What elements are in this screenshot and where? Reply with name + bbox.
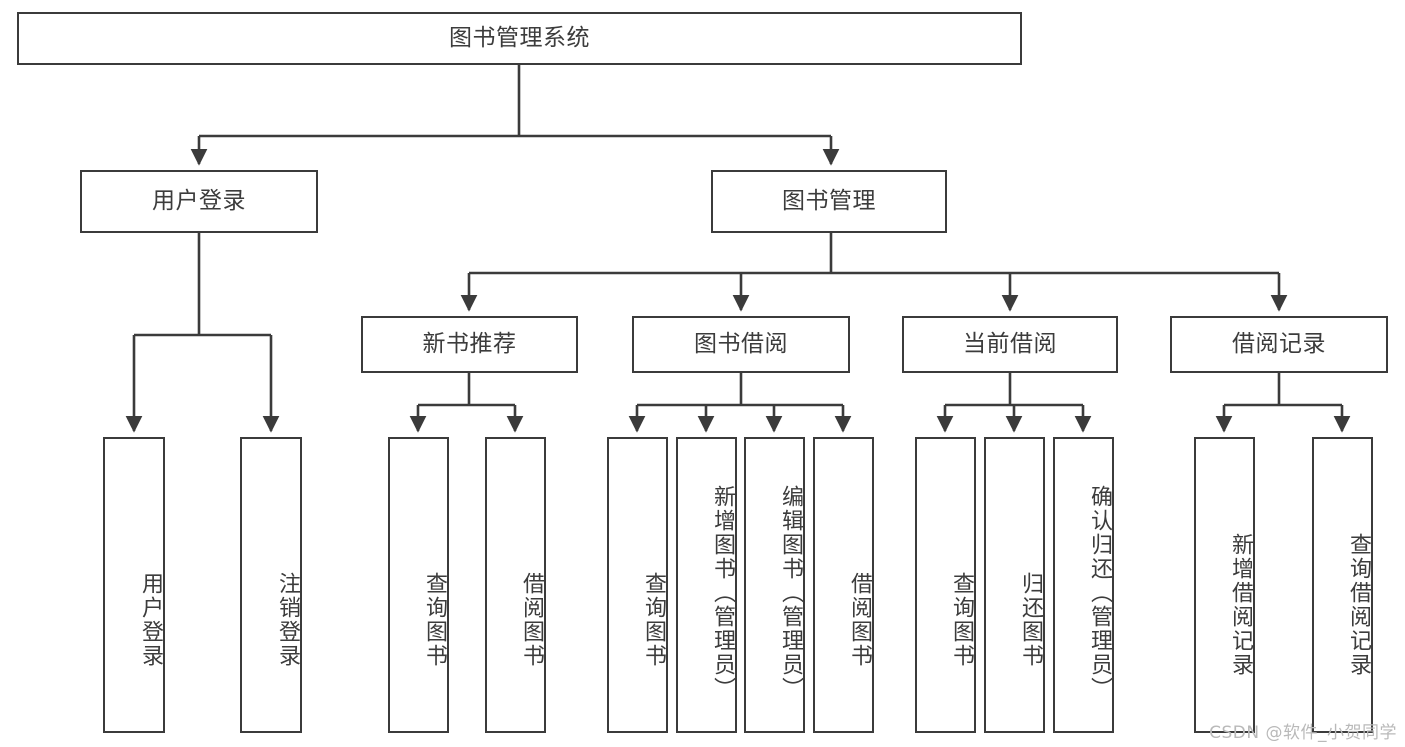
node-book-management-label: 图书管理	[782, 187, 876, 214]
node-new-book-recommend-label: 新书推荐	[422, 330, 517, 357]
node-leaf-return-book[interactable]: 归还图书	[984, 437, 1045, 733]
node-leaf-query-record[interactable]: 查询借阅记录	[1312, 437, 1373, 733]
node-leaf-return-book-label: 归还图书	[1018, 572, 1043, 668]
node-book-management[interactable]: 图书管理	[711, 170, 947, 233]
node-root-label: 图书管理系统	[449, 24, 590, 51]
node-leaf-query-book-3-label: 查询图书	[949, 572, 974, 668]
node-borrow-record-label: 借阅记录	[1232, 330, 1326, 357]
node-leaf-borrow-book-1-label: 借阅图书	[519, 572, 544, 668]
node-leaf-confirm-return[interactable]: 确认归还（管理员）	[1053, 437, 1114, 733]
node-leaf-query-book-2-label: 查询图书	[641, 572, 666, 668]
node-leaf-query-book-3[interactable]: 查询图书	[915, 437, 976, 733]
node-leaf-logout-label: 注销登录	[275, 572, 300, 668]
node-leaf-borrow-book-2[interactable]: 借阅图书	[813, 437, 874, 733]
node-current-borrow-label: 当前借阅	[963, 330, 1057, 357]
node-leaf-edit-book-label: 编辑图书（管理员）	[778, 485, 803, 701]
node-leaf-add-book-label: 新增图书（管理员）	[710, 485, 735, 701]
node-leaf-add-record[interactable]: 新增借阅记录	[1194, 437, 1255, 733]
node-user-login-label: 用户登录	[152, 187, 246, 214]
watermark-text: CSDN @软件_小贺同学	[1209, 723, 1397, 743]
node-leaf-query-book-2[interactable]: 查询图书	[607, 437, 668, 733]
node-leaf-query-book-1[interactable]: 查询图书	[388, 437, 449, 733]
node-leaf-confirm-return-label: 确认归还（管理员）	[1087, 485, 1112, 701]
node-leaf-logout[interactable]: 注销登录	[240, 437, 302, 733]
node-leaf-add-book[interactable]: 新增图书（管理员）	[676, 437, 737, 733]
node-leaf-query-book-1-label: 查询图书	[422, 572, 447, 668]
node-leaf-add-record-label: 新增借阅记录	[1228, 533, 1253, 677]
node-leaf-user-login[interactable]: 用户登录	[103, 437, 165, 733]
node-leaf-borrow-book-1[interactable]: 借阅图书	[485, 437, 546, 733]
node-leaf-user-login-label: 用户登录	[138, 572, 163, 668]
node-current-borrow[interactable]: 当前借阅	[902, 316, 1118, 373]
node-user-login[interactable]: 用户登录	[80, 170, 318, 233]
node-book-borrow[interactable]: 图书借阅	[632, 316, 850, 373]
node-leaf-borrow-book-2-label: 借阅图书	[847, 572, 872, 668]
node-leaf-query-record-label: 查询借阅记录	[1346, 533, 1371, 677]
node-leaf-edit-book[interactable]: 编辑图书（管理员）	[744, 437, 805, 733]
node-borrow-record[interactable]: 借阅记录	[1170, 316, 1388, 373]
node-book-borrow-label: 图书借阅	[694, 330, 788, 357]
node-new-book-recommend[interactable]: 新书推荐	[361, 316, 578, 373]
node-root[interactable]: 图书管理系统	[17, 12, 1022, 65]
